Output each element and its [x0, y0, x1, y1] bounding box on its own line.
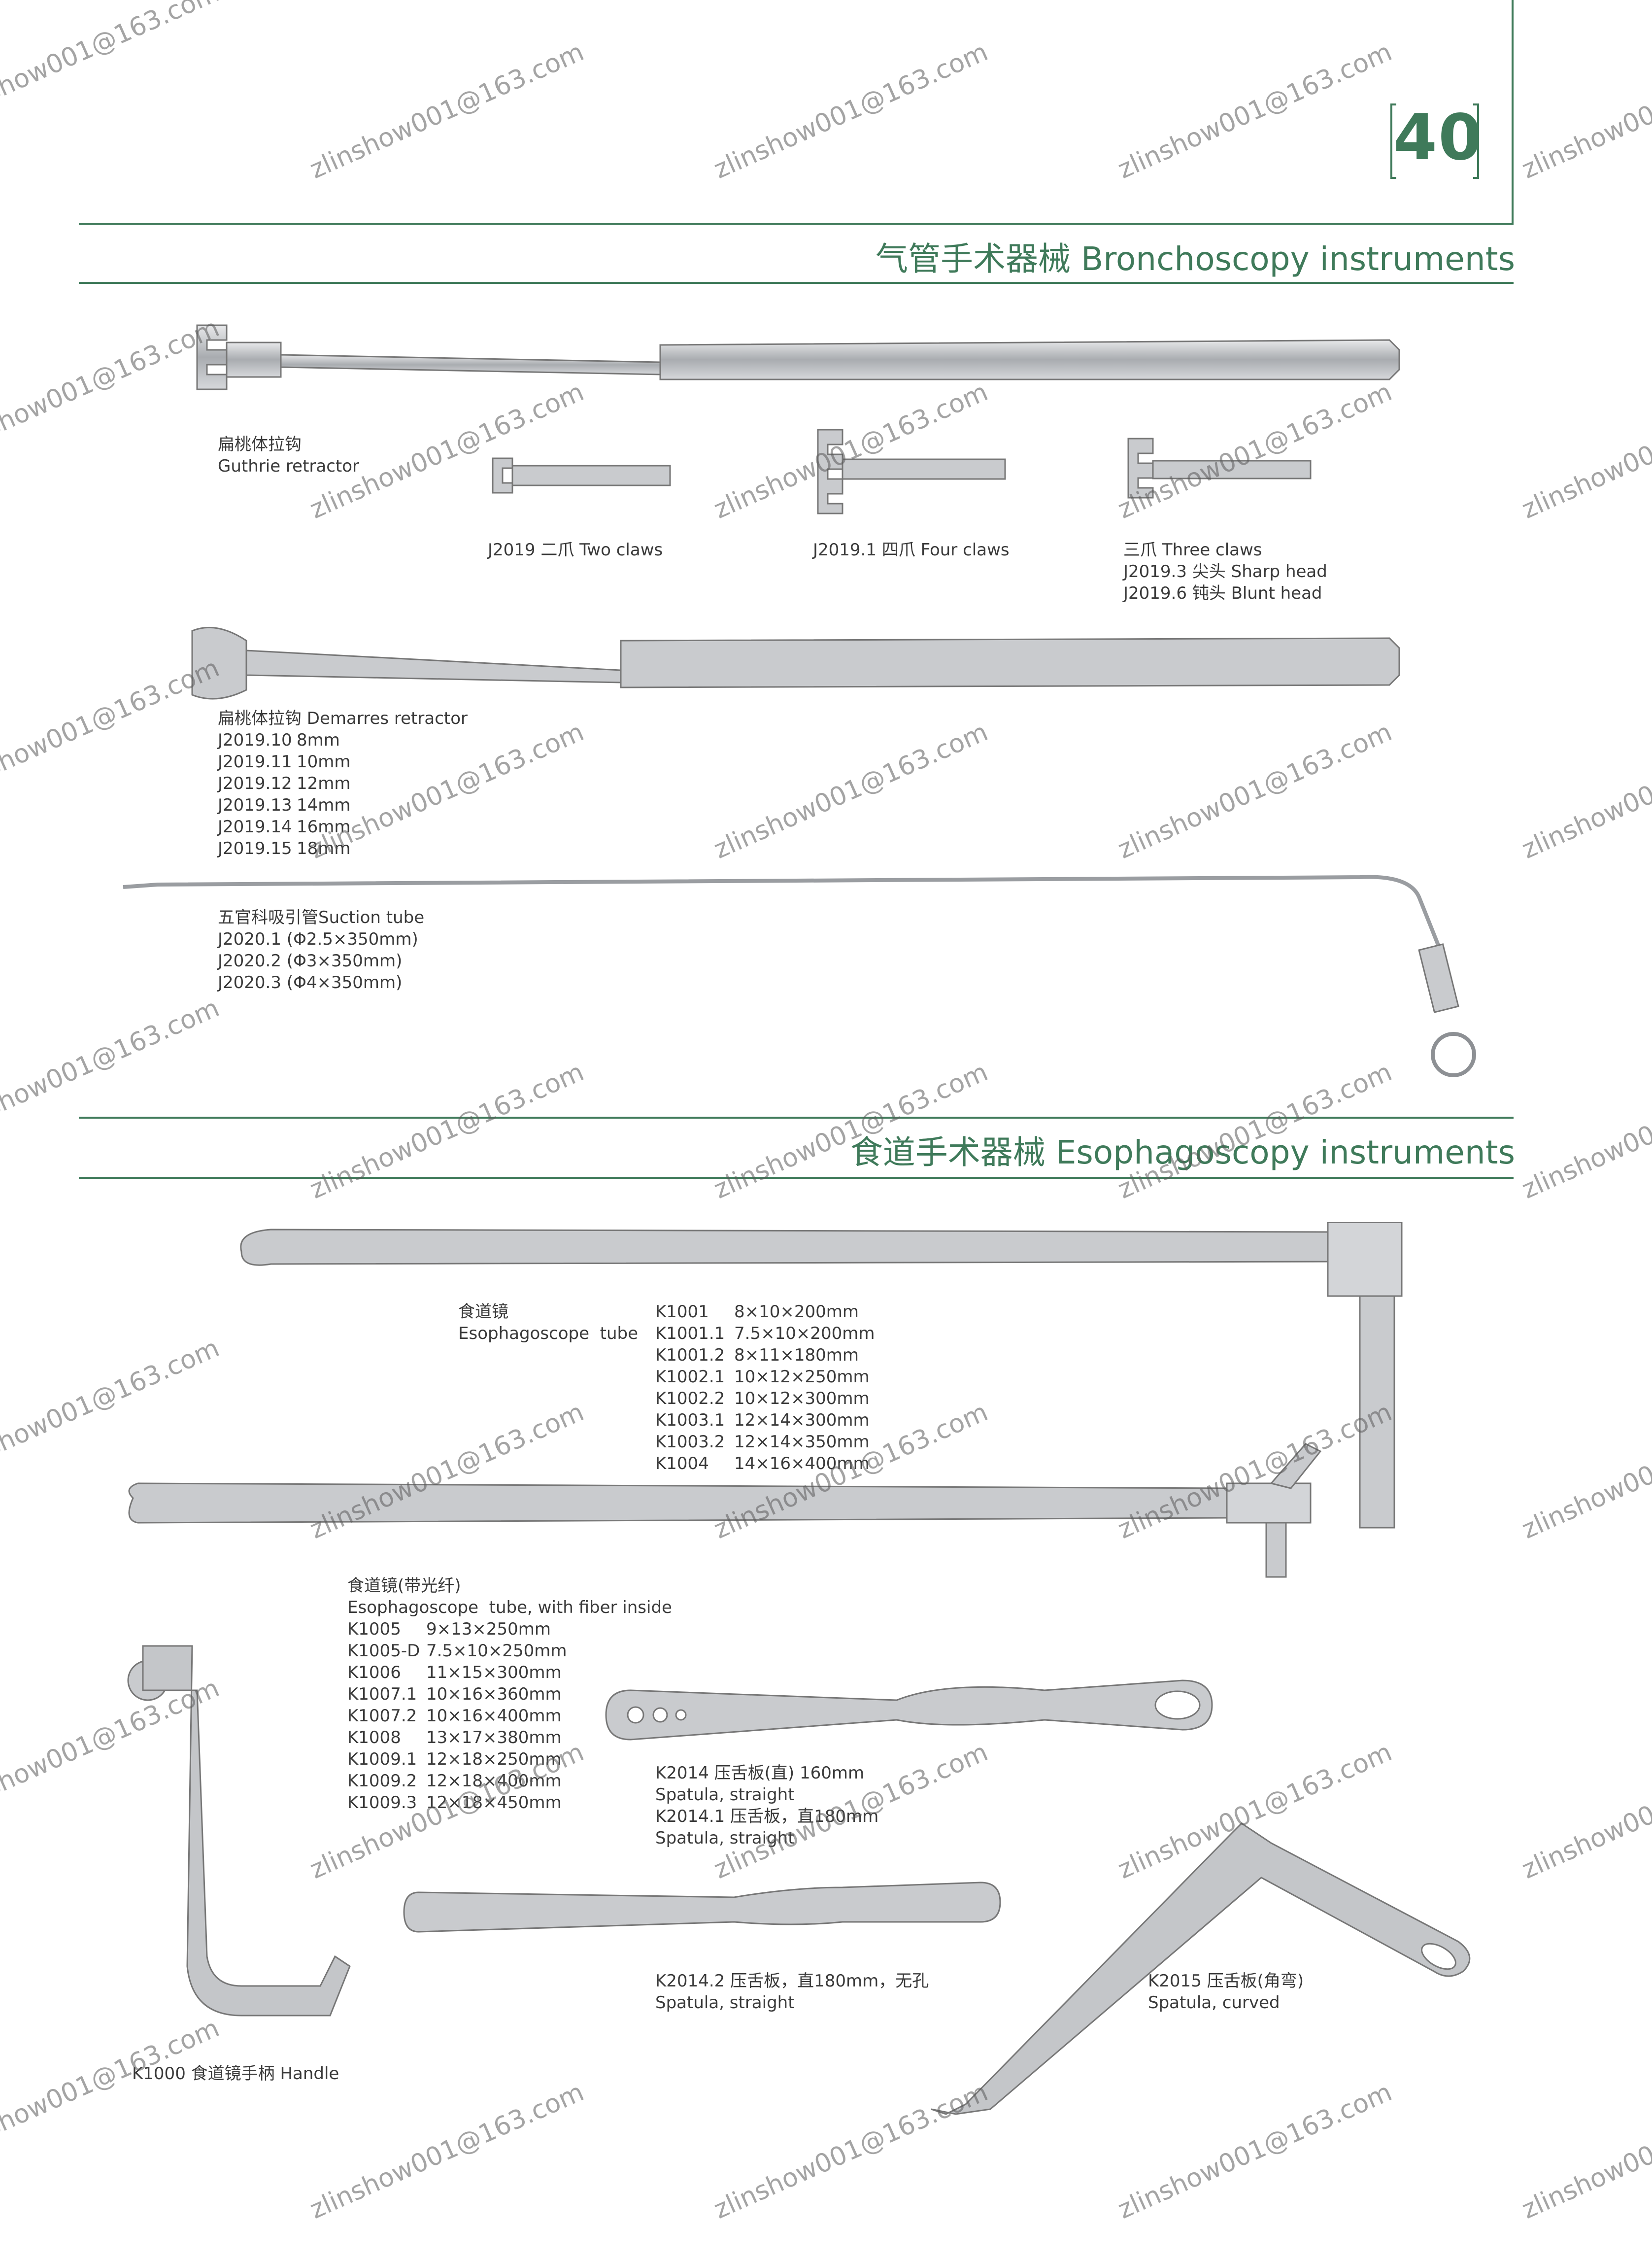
two-claws-label: J2019 二爪 Two claws — [488, 540, 663, 560]
demarres-title: 扁桃体拉钩 Demarres retractor — [218, 709, 468, 728]
esophagoscope-caption: 食道镜 Esophagoscope tube — [458, 1301, 638, 1344]
spatula-curved-caption: K2015 压舌板(角弯) Spatula, curved — [1148, 1970, 1304, 2014]
watermark: zlinshow001@163.com — [709, 37, 993, 185]
section-title-bronchoscopy: 气管手术器械 Bronchoscopy instruments — [875, 240, 1515, 278]
three-claws-sharp: J2019.3 尖头 Sharp head — [1123, 562, 1327, 582]
guthrie-retractor-image — [196, 324, 1400, 390]
guthrie-cn: 扁桃体拉钩 — [218, 435, 302, 454]
suction-row: J2020.2 (Φ3×350mm) — [218, 951, 403, 971]
handle-label: K1000 食道镜手柄 Handle — [132, 2064, 339, 2084]
spatula-nohole-caption: K2014.2 压舌板，直180mm，无孔 Spatula, straight — [655, 1970, 929, 2014]
watermark: zlinshow001@163.com — [709, 717, 993, 865]
spatula-straight-caption: K2014 压舌板(直) 160mm Spatula, straight K20… — [655, 1762, 878, 1849]
spatula-straight-l1: K2014 压舌板(直) 160mm — [655, 1763, 865, 1783]
page-number-bracket-right — [1473, 103, 1479, 179]
suction-row: J2020.1 (Φ2.5×350mm) — [218, 929, 418, 949]
esophagoscope-handle-image — [127, 1645, 351, 2017]
suction-row: J2020.3 (Φ4×350mm) — [218, 973, 403, 992]
watermark: zlinshow001@163.com — [1517, 377, 1652, 525]
demarres-retractor-image — [191, 626, 1400, 700]
section-rule-bottom — [79, 282, 1514, 284]
page-number-bracket-left — [1390, 103, 1396, 179]
watermark: zlinshow001@163.com — [1113, 37, 1397, 185]
section-title-esophagoscopy: 食道手术器械 Esophagoscopy instruments — [850, 1133, 1515, 1171]
spatula-straight-l2: Spatula, straight — [655, 1785, 795, 1805]
watermark: zlinshow001@163.com — [0, 0, 224, 126]
four-claws-label: J2019.1 四爪 Four claws — [813, 540, 1010, 560]
four-claws-image — [817, 429, 1006, 514]
watermark: zlinshow001@163.com — [305, 2077, 589, 2225]
watermark: zlinshow001@163.com — [1517, 1737, 1652, 1885]
section2-rule-bottom — [79, 1177, 1514, 1179]
watermark: zlinshow001@163.com — [1113, 717, 1397, 865]
spatula-straight-image — [605, 1679, 1213, 1741]
header-frame-right-line — [1512, 0, 1514, 225]
spatula-straight-l4: Spatula, straight — [655, 1828, 795, 1848]
esophagoscope-fiber-en: Esophagoscope tube, with fiber inside — [347, 1598, 672, 1617]
esophagoscope-cn: 食道镜 — [458, 1302, 508, 1322]
three-claws-caption: 三爪 Three claws J2019.3 尖头 Sharp head J20… — [1123, 539, 1327, 604]
page-number: 40 — [1393, 101, 1483, 174]
esophagoscope-tube-image — [240, 1222, 1403, 1529]
suction-caption: 五官科吸引管Suction tube J2020.1 (Φ2.5×350mm) … — [218, 907, 424, 993]
esophagoscope-fiber-cn: 食道镜(带光纤) — [347, 1576, 461, 1596]
section-rule-top — [79, 223, 1514, 225]
guthrie-caption: 扁桃体拉钩 Guthrie retractor — [218, 434, 359, 477]
guthrie-en: Guthrie retractor — [218, 456, 360, 476]
three-claws-title: 三爪 Three claws — [1123, 540, 1262, 560]
watermark: zlinshow001@163.com — [1517, 717, 1652, 865]
watermark: zlinshow001@163.com — [1517, 37, 1652, 185]
two-claws-image — [492, 457, 671, 494]
esophagoscope-en: Esophagoscope tube — [458, 1324, 639, 1343]
suction-title: 五官科吸引管Suction tube — [218, 908, 425, 927]
spatula-curved-l1: K2015 压舌板(角弯) — [1148, 1971, 1304, 1991]
spatula-curved-image — [931, 1822, 1471, 2115]
section2-rule-top — [79, 1117, 1514, 1119]
watermark: zlinshow001@163.com — [305, 37, 589, 185]
spatula-nohole-l1: K2014.2 压舌板，直180mm，无孔 — [655, 1971, 929, 1991]
esophagoscope-fiber-image — [128, 1443, 1322, 1578]
three-claws-blunt: J2019.6 钝头 Blunt head — [1123, 583, 1322, 603]
spatula-curved-l2: Spatula, curved — [1148, 1993, 1280, 2013]
suction-tube-image — [123, 875, 1476, 1077]
watermark: zlinshow001@163.com — [0, 653, 224, 801]
watermark: zlinshow001@163.com — [1517, 1057, 1652, 1205]
spatula-nohole-l2: Spatula, straight — [655, 1993, 795, 2013]
spatula-nohole-image — [403, 1882, 1001, 1933]
esophagoscope-fiber-caption: 食道镜(带光纤) Esophagoscope tube, with fiber … — [347, 1575, 672, 1813]
spatula-straight-l3: K2014.1 压舌板，直180mm — [655, 1807, 879, 1826]
three-claws-image — [1127, 438, 1312, 499]
watermark: zlinshow001@163.com — [0, 2013, 224, 2161]
watermark: zlinshow001@163.com — [1517, 2077, 1652, 2225]
watermark: zlinshow001@163.com — [1517, 1397, 1652, 1545]
watermark: zlinshow001@163.com — [709, 2077, 993, 2225]
